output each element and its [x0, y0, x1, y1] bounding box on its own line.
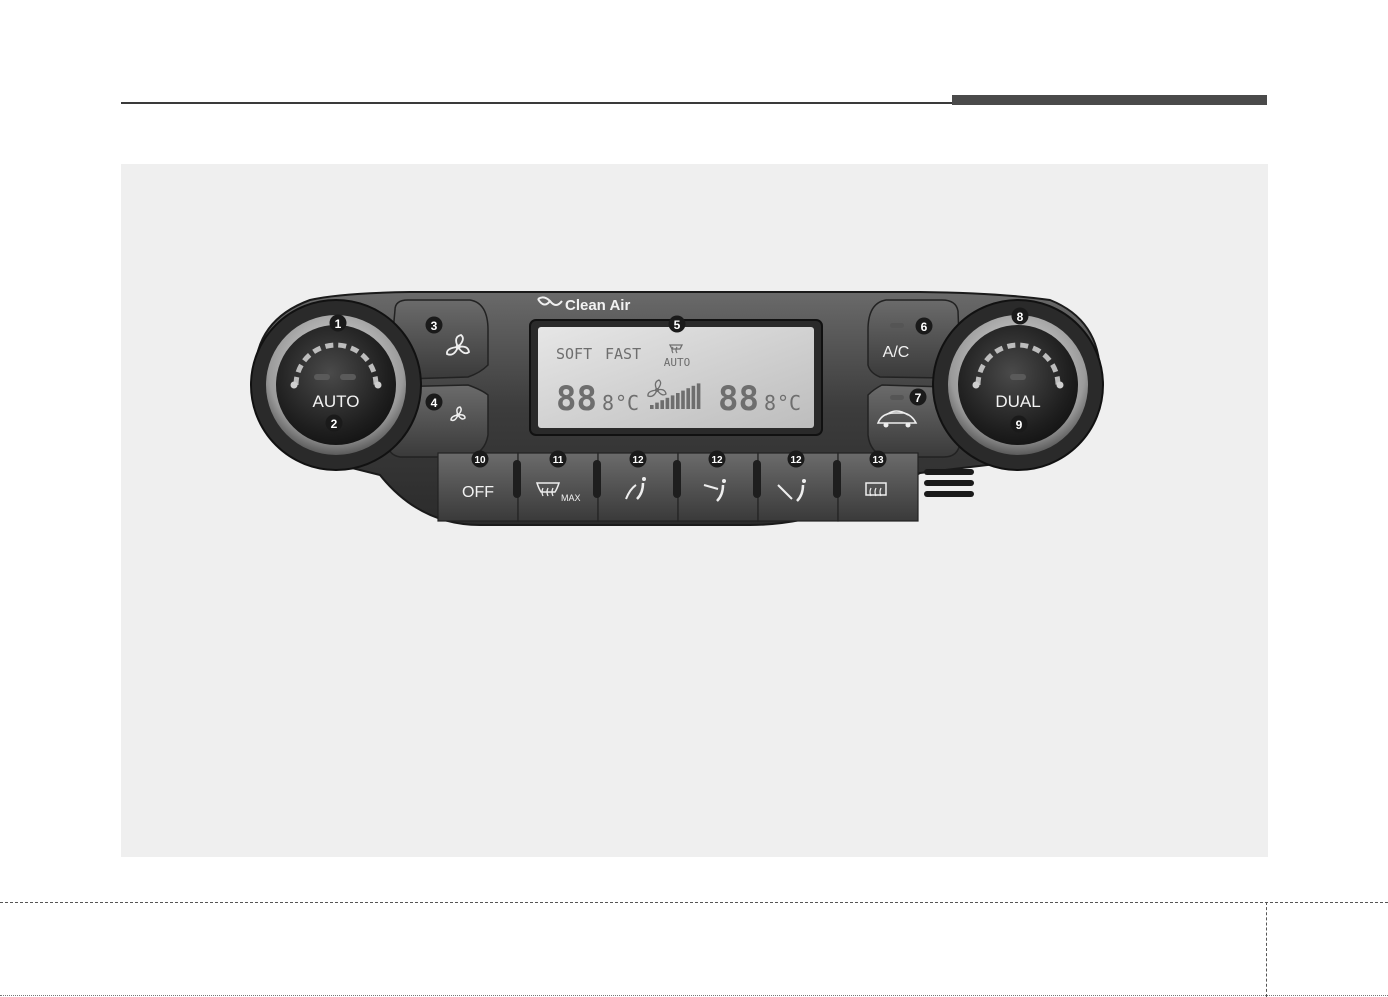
left-temp-value: 88 [556, 379, 597, 419]
recirc-indicator-led [890, 395, 904, 400]
off-button-label: OFF [462, 484, 494, 501]
callout-8: 8 [1017, 310, 1024, 324]
fan-speed-bar [660, 400, 664, 409]
left-temp-unit: °C [615, 391, 639, 415]
right-temp-decimal: 8 [764, 391, 776, 415]
fan-speed-bar [655, 403, 659, 409]
callout-12-face: 12 [632, 455, 644, 466]
lcd-display: SOFT FAST AUTO 88 8 °C 88 8 °C [530, 320, 822, 435]
fan-speed-bar [681, 391, 685, 409]
ac-button-label: A/C [883, 344, 910, 361]
vent-grille [924, 469, 974, 497]
header-section-bar [952, 95, 1267, 105]
ac-indicator-led [890, 323, 904, 328]
climate-control-panel: AUTO DUAL Clean Air SOFT FAST AUTO 88 8 … [230, 245, 1120, 545]
right-knob-label: DUAL [995, 392, 1040, 411]
callout-13: 13 [872, 455, 884, 466]
right-temp-unit: °C [777, 391, 801, 415]
fan-speed-bar [671, 395, 675, 409]
footer-dashed-rule [0, 902, 1388, 903]
right-temperature-knob[interactable]: DUAL [933, 300, 1103, 470]
auto-indicator: AUTO [664, 356, 691, 369]
fan-speed-bar [676, 393, 680, 409]
fast-indicator: FAST [605, 345, 641, 363]
clean-air-text: Clean Air [565, 297, 630, 314]
fan-speed-bar [650, 405, 654, 409]
callout-7: 7 [915, 391, 922, 405]
footer-bottom-rule [0, 995, 1388, 996]
callout-9: 9 [1016, 418, 1023, 432]
fan-speed-bar [697, 383, 701, 409]
fan-speed-bar [692, 386, 696, 409]
right-temp-value: 88 [718, 379, 759, 419]
callout-2: 2 [331, 417, 338, 431]
callout-11: 11 [553, 455, 564, 466]
callout-5: 5 [674, 318, 681, 332]
soft-indicator: SOFT [556, 345, 592, 363]
left-knob-label: AUTO [313, 392, 360, 411]
callout-12-bilevel: 12 [711, 455, 723, 466]
callout-10: 10 [474, 455, 486, 466]
callout-12-floor: 12 [790, 455, 802, 466]
max-label: MAX [561, 493, 581, 503]
callout-6: 6 [921, 320, 928, 334]
fan-speed-bar [686, 388, 690, 409]
left-temp-decimal: 8 [602, 391, 614, 415]
callout-3: 3 [431, 319, 438, 333]
callout-4: 4 [431, 396, 438, 410]
footer-vertical-divider [1266, 902, 1267, 997]
fan-speed-bar [666, 398, 670, 409]
callout-1: 1 [335, 317, 342, 331]
